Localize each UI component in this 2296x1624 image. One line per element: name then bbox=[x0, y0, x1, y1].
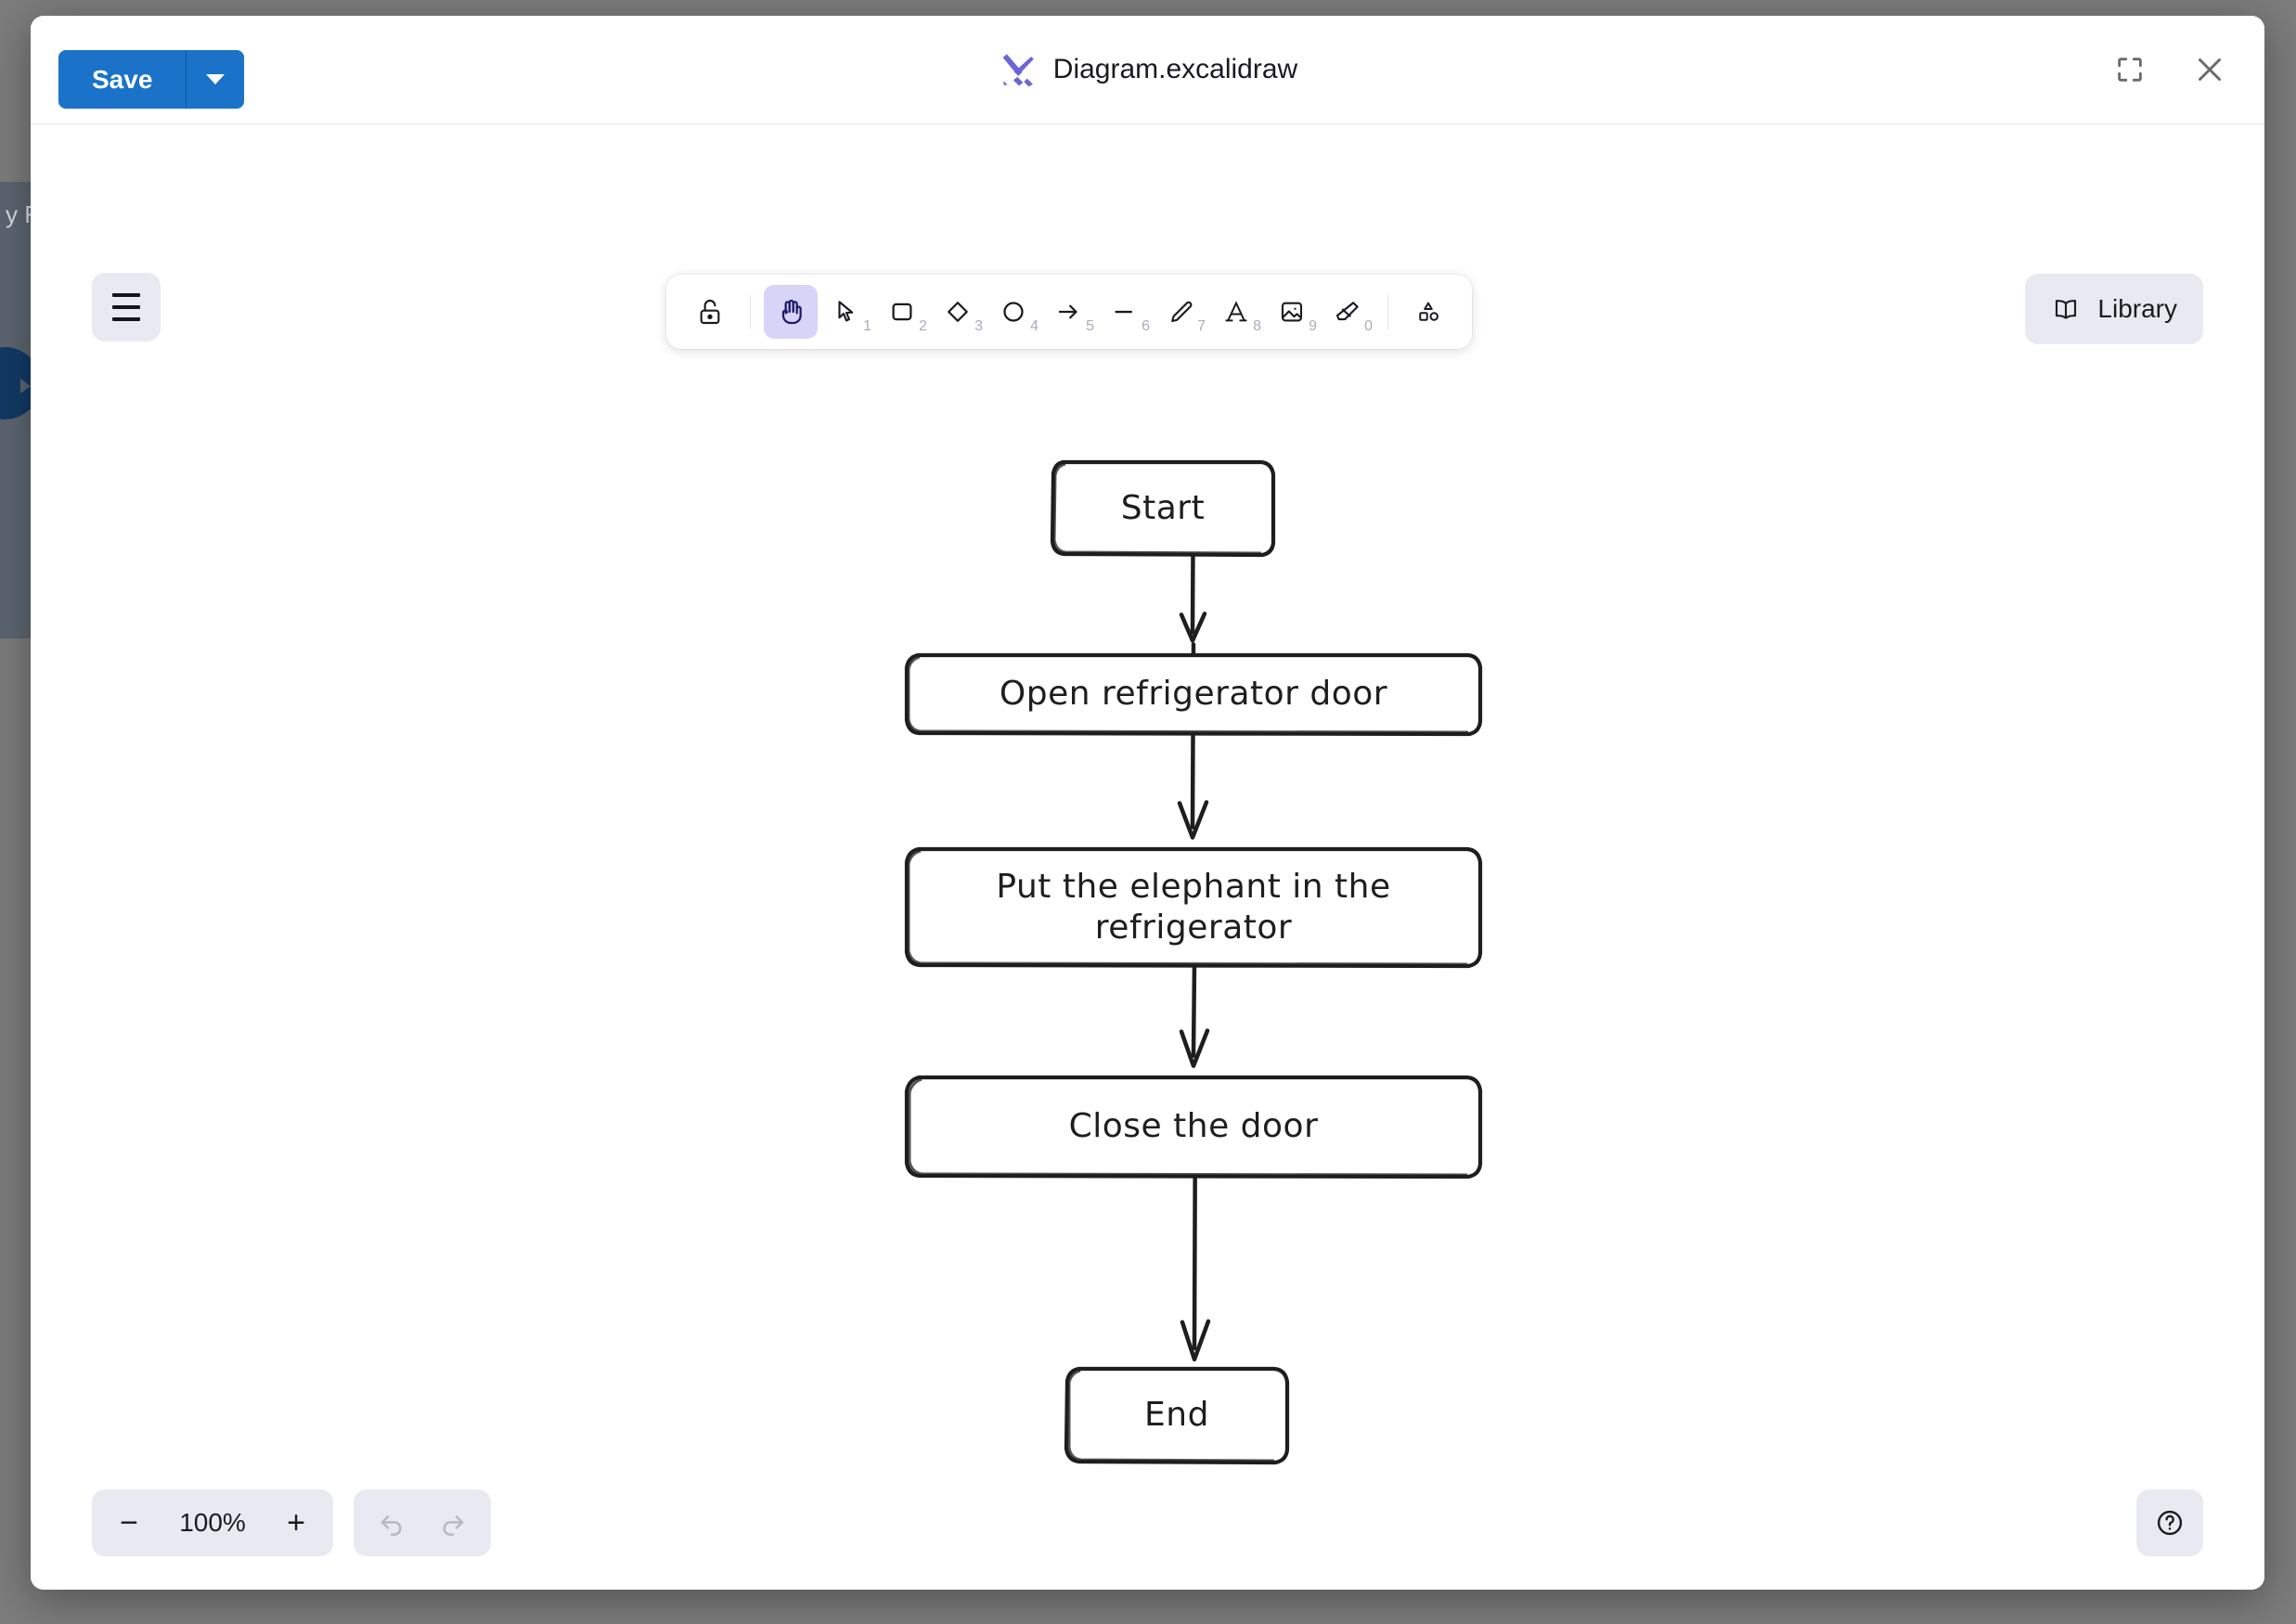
tool-line[interactable]: 6 bbox=[1098, 285, 1152, 339]
save-split-button: Save bbox=[58, 50, 245, 109]
tool-shortcut: 9 bbox=[1309, 318, 1317, 334]
node-shape-rough bbox=[1050, 459, 1276, 558]
close-button[interactable] bbox=[2188, 48, 2231, 91]
node-shape-rough bbox=[904, 652, 1483, 737]
shapes-icon bbox=[1419, 302, 1438, 321]
flow-node-put-elephant[interactable]: Put the elephant in the refrigerator bbox=[901, 843, 1486, 973]
excalidraw-modal-window: Save Diagram.excalidraw bbox=[31, 16, 2264, 1590]
zoom-out-button[interactable]: − bbox=[97, 1493, 161, 1553]
help-button[interactable] bbox=[2136, 1489, 2203, 1556]
undo-button[interactable] bbox=[361, 1493, 422, 1553]
window-controls bbox=[2109, 48, 2231, 91]
node-label: Start bbox=[1120, 488, 1206, 527]
undo-icon bbox=[381, 1515, 402, 1536]
selection-icon bbox=[838, 301, 854, 322]
tool-rectangle[interactable]: 2 bbox=[875, 285, 929, 339]
tool-ellipse[interactable]: 4 bbox=[987, 285, 1040, 339]
eraser-icon bbox=[1335, 302, 1359, 321]
tool-shortcut: 6 bbox=[1142, 318, 1150, 334]
tool-island: 1 2 3 4 bbox=[666, 275, 1472, 349]
zoom-level-value[interactable]: 100% bbox=[179, 1508, 246, 1537]
title-bar: Save Diagram.excalidraw bbox=[31, 16, 2264, 124]
draw-icon bbox=[1171, 301, 1193, 323]
tool-image[interactable]: 9 bbox=[1265, 285, 1319, 339]
flow-node-end[interactable]: End bbox=[1061, 1361, 1293, 1468]
tool-draw[interactable]: 7 bbox=[1154, 285, 1207, 339]
hamburger-menu-icon bbox=[112, 293, 140, 321]
flow-node-start[interactable]: Start bbox=[1047, 455, 1279, 561]
node-label: End bbox=[1144, 1395, 1209, 1434]
tool-shortcut: 2 bbox=[919, 318, 927, 334]
tool-arrow[interactable]: 5 bbox=[1042, 285, 1096, 339]
tool-text[interactable]: 8 bbox=[1209, 285, 1263, 339]
tool-hand[interactable] bbox=[764, 285, 818, 339]
text-icon bbox=[1225, 301, 1247, 322]
toolbar-divider bbox=[750, 294, 751, 329]
redo-button[interactable] bbox=[422, 1493, 484, 1553]
rectangle-icon bbox=[892, 303, 912, 321]
save-button[interactable]: Save bbox=[58, 50, 187, 109]
toolbar-divider bbox=[1387, 294, 1388, 329]
zoom-in-button[interactable]: + bbox=[264, 1493, 328, 1553]
tool-eraser[interactable]: 0 bbox=[1321, 285, 1374, 339]
library-label: Library bbox=[2097, 294, 2177, 323]
background-play-arrow-icon bbox=[20, 379, 31, 393]
tool-shortcut: 0 bbox=[1364, 318, 1373, 334]
library-button[interactable]: Library bbox=[2025, 274, 2203, 344]
tool-shortcut: 5 bbox=[1086, 318, 1094, 334]
arrow-icon bbox=[1058, 304, 1077, 319]
tool-shortcut: 3 bbox=[974, 318, 983, 334]
fullscreen-icon bbox=[2118, 58, 2142, 82]
tool-diamond[interactable]: 3 bbox=[931, 285, 985, 339]
document-title: Diagram.excalidraw bbox=[1052, 54, 1298, 84]
tool-shortcut: 8 bbox=[1253, 318, 1261, 334]
save-dropdown-button[interactable] bbox=[187, 50, 245, 109]
node-shape-rough bbox=[904, 1075, 1483, 1179]
lock-icon bbox=[700, 300, 720, 325]
fullscreen-button[interactable] bbox=[2109, 48, 2151, 91]
book-icon bbox=[2056, 300, 2077, 319]
flow-node-close-the-door[interactable]: Close the door bbox=[901, 1071, 1486, 1182]
node-shape-rough bbox=[904, 846, 1483, 969]
zoom-controls: − 100% + bbox=[92, 1489, 333, 1556]
close-icon bbox=[2199, 58, 2221, 81]
node-label: Put the elephant in the refrigerator bbox=[996, 868, 1391, 947]
image-icon bbox=[1281, 302, 1303, 322]
node-shape-rough bbox=[1064, 1366, 1290, 1465]
canvas-area[interactable]: 1 2 3 4 bbox=[31, 124, 2264, 1590]
help-icon bbox=[2157, 1510, 2183, 1536]
diamond-icon bbox=[948, 302, 968, 322]
tool-shortcut: 7 bbox=[1197, 318, 1206, 334]
tool-shortcut: 1 bbox=[863, 318, 871, 334]
flow-node-open-refrigerator-door[interactable]: Open refrigerator door bbox=[901, 650, 1486, 739]
redo-icon bbox=[443, 1515, 464, 1536]
save-button-divider bbox=[186, 50, 187, 109]
line-icon bbox=[1115, 310, 1133, 314]
chevron-down-icon bbox=[206, 74, 226, 84]
tool-shortcut: 4 bbox=[1030, 318, 1038, 334]
tool-selection[interactable]: 1 bbox=[819, 285, 873, 339]
main-menu-button[interactable] bbox=[92, 273, 161, 342]
node-label: Close the door bbox=[1068, 1107, 1319, 1146]
flowchart: Start Open refrigerator door Put the ele… bbox=[31, 124, 2264, 1590]
tool-shapes[interactable] bbox=[1401, 285, 1455, 339]
ellipse-icon bbox=[1003, 302, 1024, 322]
tool-lock[interactable] bbox=[683, 285, 737, 339]
excalidraw-logo bbox=[1002, 54, 1034, 87]
hand-icon bbox=[781, 299, 802, 325]
history-controls bbox=[354, 1489, 491, 1556]
node-label: Open refrigerator door bbox=[999, 675, 1388, 714]
document-title-group: Diagram.excalidraw bbox=[998, 50, 1297, 89]
